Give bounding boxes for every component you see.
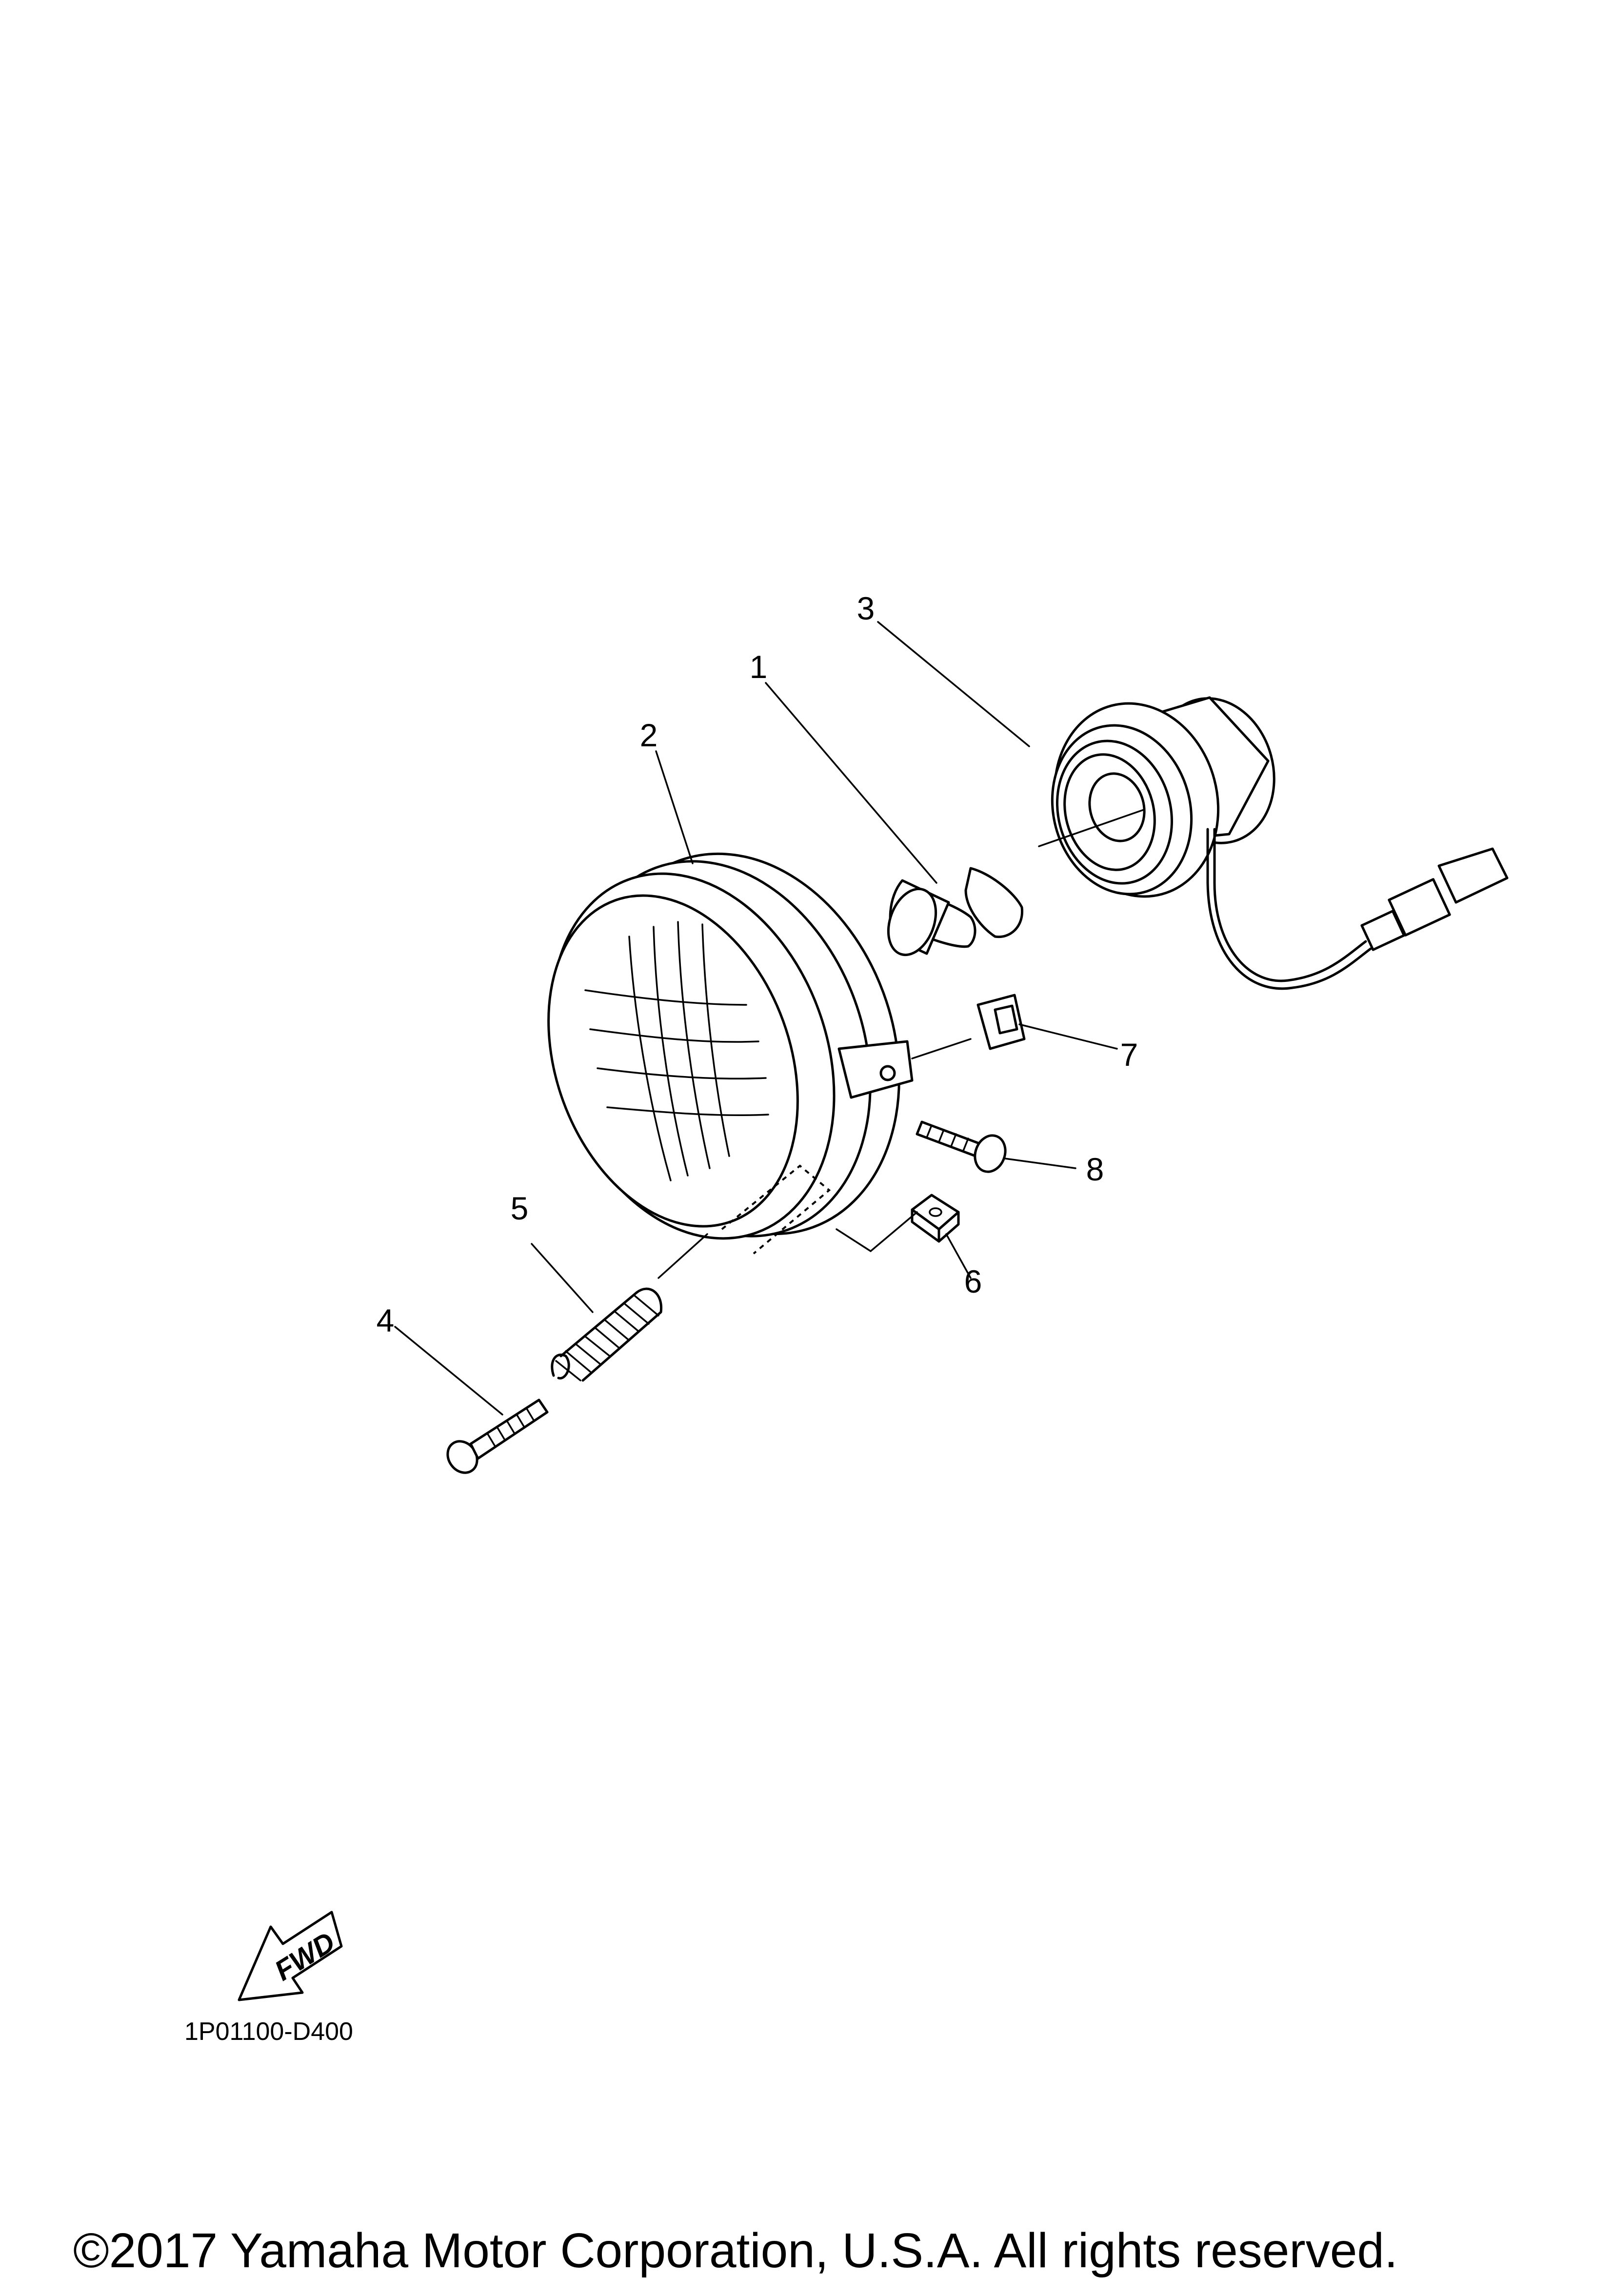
headlight-unit [547, 852, 914, 1255]
square-nut [911, 1194, 960, 1243]
copyright-notice: ©2017 Yamaha Motor Corporation, U.S.A. A… [73, 2223, 1398, 2278]
spring [551, 1287, 663, 1382]
part-code: 1P01100-D400 [184, 2017, 353, 2046]
adjusting-screw [446, 1398, 549, 1474]
socket-assembly [1051, 696, 1509, 990]
bulb [887, 867, 1024, 957]
screw [916, 1120, 1007, 1173]
callout-8: 8 [1086, 1151, 1104, 1187]
fwd-arrow-icon: FWD [238, 1911, 343, 2001]
callout-1: 1 [750, 649, 768, 685]
callout-5: 5 [511, 1190, 529, 1226]
leader-lines [394, 621, 1145, 1416]
clip-nut [976, 994, 1026, 1050]
callout-4: 4 [377, 1302, 395, 1338]
callout-6: 6 [964, 1263, 982, 1299]
callout-2: 2 [640, 717, 658, 753]
callout-7: 7 [1120, 1037, 1138, 1073]
callout-3: 3 [857, 590, 875, 626]
